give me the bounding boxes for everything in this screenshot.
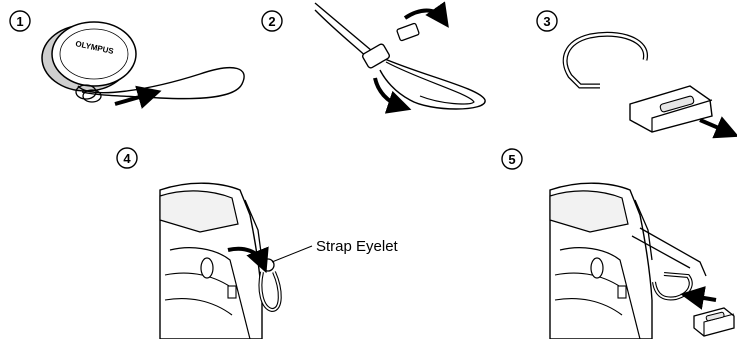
step-2-arrow-top bbox=[405, 11, 442, 19]
step-4-badge: 4 bbox=[117, 148, 137, 168]
strap-clip bbox=[630, 86, 712, 132]
svg-text:5: 5 bbox=[508, 152, 515, 167]
step-2-panel: 2 bbox=[262, 3, 485, 109]
step-2-badge: 2 bbox=[262, 11, 282, 31]
step-5-badge: 5 bbox=[502, 149, 522, 169]
svg-text:3: 3 bbox=[543, 14, 550, 29]
step-1-badge: 1 bbox=[10, 11, 30, 31]
lens-cap: OLYMPUS bbox=[42, 22, 136, 91]
svg-text:1: 1 bbox=[16, 14, 23, 29]
camera-strap bbox=[315, 3, 485, 109]
step-3-badge: 3 bbox=[537, 11, 557, 31]
camera-body-step-4 bbox=[160, 183, 274, 339]
svg-text:4: 4 bbox=[123, 151, 131, 166]
step-5-panel: 5 bbox=[502, 149, 734, 339]
step-1-panel: 1 OLYMPUS bbox=[10, 11, 244, 104]
step-5-arrow bbox=[692, 296, 716, 300]
strap-through-eyelet-step-5 bbox=[640, 228, 706, 276]
svg-text:2: 2 bbox=[268, 14, 275, 29]
strap-clip-step-5 bbox=[694, 308, 734, 336]
strap-eyelet-label: Strap Eyelet bbox=[316, 238, 399, 255]
step-3-panel: 3 bbox=[537, 11, 728, 132]
step-4-panel: 4 Strap Eyelet bbox=[117, 148, 399, 339]
callout-leader bbox=[272, 246, 312, 262]
camera-body-step-5 bbox=[550, 183, 652, 339]
step-3-arrow bbox=[700, 120, 728, 132]
